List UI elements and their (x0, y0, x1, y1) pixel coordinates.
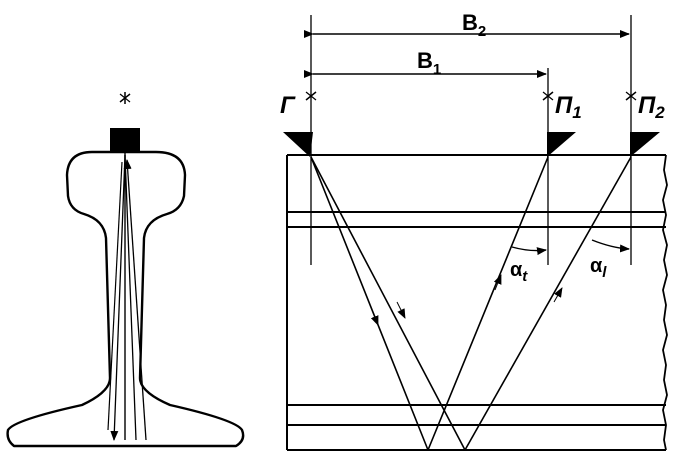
transducer-g-triangle (283, 132, 313, 157)
beam-path (464, 156, 632, 451)
angle-arc-l (591, 239, 630, 253)
beam-path (310, 156, 429, 451)
beam-arrow (396, 301, 406, 319)
probe-symbol-icon (542, 91, 554, 101)
beam-line (124, 154, 137, 441)
label-b1: B1 (417, 48, 441, 78)
beam-arrow (553, 287, 563, 303)
beam-arrow (369, 304, 379, 326)
label-g: Г (280, 92, 296, 119)
label-alpha-l: αl (590, 255, 607, 281)
beam-path (310, 156, 466, 451)
label-b2: B2 (462, 10, 486, 40)
label-p2: П2 (638, 92, 665, 122)
scheme-diagram (283, 15, 668, 451)
rail-cross-section (6, 92, 245, 448)
transducer-p1-triangle (547, 132, 576, 157)
label-p1: П1 (555, 92, 582, 122)
beam-line (123, 159, 147, 441)
transducer-block (110, 128, 140, 152)
label-alpha-t: αt (510, 259, 528, 285)
beam-path (427, 156, 549, 451)
rail-profile-outline (6, 150, 245, 448)
transducer-p2-triangle (630, 132, 660, 157)
probe-symbol-icon (305, 91, 317, 101)
beam-arrow (493, 274, 502, 291)
probe-symbol-icon (119, 92, 131, 104)
beam-line (110, 154, 126, 441)
probe-symbol-icon (625, 91, 637, 101)
beam-line (107, 161, 123, 431)
angle-arc-t (511, 246, 547, 256)
